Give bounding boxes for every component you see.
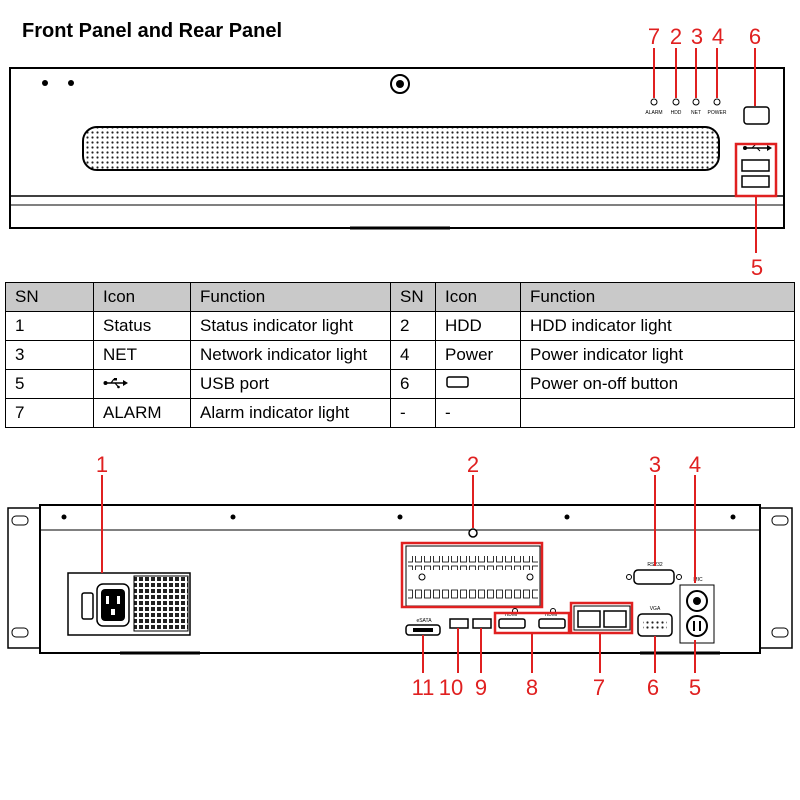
- vga-port[interactable]: VGA: [637, 606, 673, 637]
- cell: HDD indicator light: [520, 311, 795, 341]
- cell: 5: [5, 369, 94, 399]
- hdmi-ports[interactable]: HDMI HDMI: [493, 608, 571, 635]
- alarm-terminal-blocks[interactable]: [400, 541, 544, 609]
- cell: 6: [390, 369, 436, 399]
- page-title: Front Panel and Rear Panel: [22, 20, 283, 42]
- cell: Status: [93, 311, 191, 341]
- header-function: Function: [520, 282, 795, 312]
- callout-7: 7: [648, 24, 660, 49]
- hdmi-label-2: HDMI: [545, 612, 558, 618]
- callout-6: 6: [749, 24, 761, 49]
- header-sn: SN: [390, 282, 436, 312]
- cell: Alarm indicator light: [190, 398, 391, 428]
- mic-label: MIC: [693, 577, 703, 583]
- usb-port[interactable]: [741, 175, 770, 188]
- usb-icon: [103, 378, 128, 389]
- front-callouts: 7 2 3 4 6 5: [648, 24, 763, 280]
- esata-label: eSATA: [416, 618, 432, 624]
- power-label: POWER: [708, 110, 727, 116]
- callout-1: 1: [96, 452, 108, 477]
- header-icon: Icon: [93, 282, 191, 312]
- cell: [435, 369, 521, 399]
- callout-4: 4: [689, 452, 701, 477]
- cell: Power: [435, 340, 521, 370]
- table-row: 7 ALARM Alarm indicator light - -: [5, 398, 795, 428]
- callout-5: 5: [689, 675, 701, 700]
- cell: -: [390, 398, 436, 428]
- callout-6: 6: [647, 675, 659, 700]
- callout-11: 11: [412, 675, 435, 700]
- cell: 1: [5, 311, 94, 341]
- rear-callouts: 1 2 3 4 5 6 7 8 9 10 11: [96, 452, 701, 700]
- net-label: NET: [691, 110, 701, 116]
- alarm-label: ALARM: [645, 110, 662, 116]
- callout-10: 10: [439, 675, 463, 700]
- callout-3: 3: [691, 24, 703, 49]
- hdmi-label-1: HDMI: [505, 612, 518, 618]
- front-vent: [82, 126, 720, 171]
- header-sn: SN: [5, 282, 94, 312]
- cell: [93, 369, 191, 399]
- indicator-leds: ALARM HDD NET POWER: [645, 98, 727, 116]
- esata-port[interactable]: eSATA: [405, 618, 441, 636]
- front-panel: ALARM HDD NET POWER: [9, 67, 785, 230]
- cell: Power on-off button: [520, 369, 795, 399]
- cell: HDD: [435, 311, 521, 341]
- cell: [520, 398, 795, 428]
- cell: ALARM: [93, 398, 191, 428]
- screw-icon: [68, 80, 74, 86]
- callout-8: 8: [526, 675, 538, 700]
- header-icon: Icon: [435, 282, 521, 312]
- cell: -: [435, 398, 521, 428]
- network-ports[interactable]: [569, 601, 634, 635]
- power-button-icon: [446, 376, 469, 388]
- table-row: 3 NET Network indicator light 4 Power Po…: [5, 340, 795, 370]
- function-table: SN Icon Function SN Icon Function 1 Stat…: [5, 282, 795, 428]
- table-row: 5 USB port 6 Power on-off butt: [5, 369, 795, 399]
- header-function: Function: [190, 282, 391, 312]
- usb-port-rear[interactable]: [449, 618, 469, 629]
- power-button[interactable]: [743, 106, 770, 125]
- cell: USB port: [190, 369, 391, 399]
- table-row: 1 Status Status indicator light 2 HDD HD…: [5, 311, 795, 341]
- cell: Power indicator light: [520, 340, 795, 370]
- rear-panel: RS232 MIC VGA HDM: [7, 504, 793, 655]
- callout-7: 7: [593, 675, 605, 700]
- cell: 3: [5, 340, 94, 370]
- usb-port-rear[interactable]: [472, 618, 492, 629]
- cell: Network indicator light: [190, 340, 391, 370]
- callout-5: 5: [751, 255, 763, 280]
- screw-icon: [42, 80, 48, 86]
- cell: NET: [93, 340, 191, 370]
- callout-3: 3: [649, 452, 661, 477]
- cell: 7: [5, 398, 94, 428]
- cell: 4: [390, 340, 436, 370]
- usb-highlight: [734, 142, 778, 198]
- vga-label: VGA: [650, 606, 661, 612]
- callout-4: 4: [712, 24, 724, 49]
- cell: 2: [390, 311, 436, 341]
- hdd-label: HDD: [671, 110, 682, 116]
- usb-port[interactable]: [741, 159, 770, 172]
- power-socket[interactable]: [67, 572, 191, 636]
- cell: Status indicator light: [190, 311, 391, 341]
- callout-2: 2: [670, 24, 682, 49]
- mic-ports[interactable]: MIC: [679, 577, 715, 644]
- callout-2: 2: [467, 452, 479, 477]
- callout-9: 9: [475, 675, 487, 700]
- table-header-row: SN Icon Function SN Icon Function: [5, 282, 795, 312]
